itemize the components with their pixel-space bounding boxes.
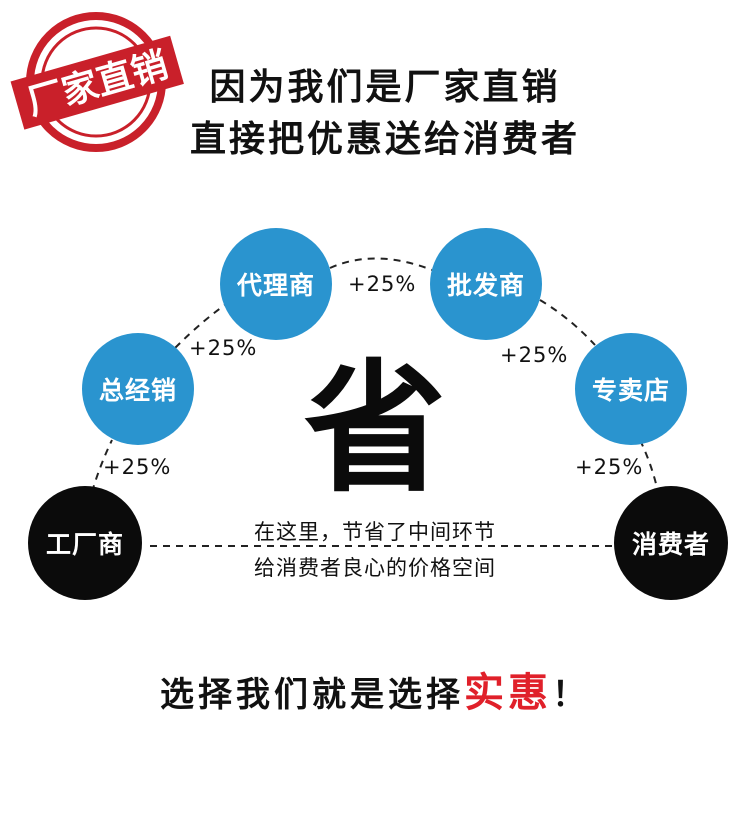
node-factory: 工厂商 xyxy=(28,486,142,600)
slogan-main: 选择我们就是选择 xyxy=(160,675,464,715)
markup-label-5: +25% xyxy=(575,455,644,479)
factory-direct-stamp: 厂家直销 xyxy=(10,12,184,152)
markup-label-4: +25% xyxy=(500,343,569,367)
node-distributor: 总经销 xyxy=(82,333,194,445)
save-big-character: 省 xyxy=(304,350,446,500)
markup-label-2: +25% xyxy=(189,336,258,360)
node-retailer: 专卖店 xyxy=(575,333,687,445)
arc-wholesaler-retailer xyxy=(539,299,596,346)
node-consumer: 消费者 xyxy=(614,486,728,600)
node-agent: 代理商 xyxy=(220,228,332,340)
center-note-line-1: 在这里，节省了中间环节 xyxy=(254,520,496,544)
arc-retailer-consumer xyxy=(639,439,659,493)
markup-label-1: +25% xyxy=(103,455,172,479)
markup-label-3: +25% xyxy=(348,272,417,296)
big-character-text: 省 xyxy=(304,350,446,500)
arc-agent-wholesaler xyxy=(329,257,433,271)
headline-line-1: 因为我们是厂家直销 xyxy=(209,67,561,108)
slogan-end: ！ xyxy=(552,675,590,715)
center-note-line-2: 给消费者良心的价格空间 xyxy=(254,556,496,580)
slogan-accent: 实惠 xyxy=(464,670,552,716)
headline-line-2: 直接把优惠送给消费者 xyxy=(189,119,580,160)
slogan: 选择我们就是选择实惠！ xyxy=(100,660,650,718)
node-wholesaler: 批发商 xyxy=(430,228,542,340)
